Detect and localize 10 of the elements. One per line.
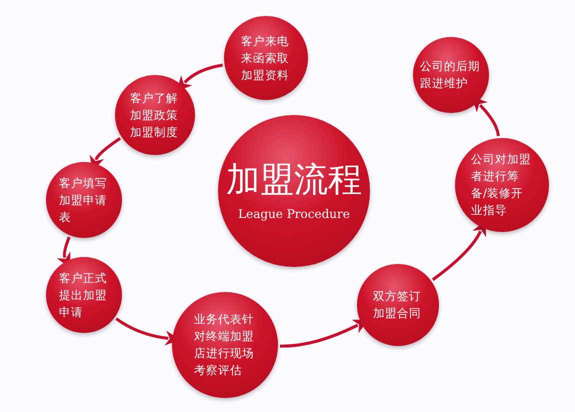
step-text: 公司的后期跟进维护 [420, 58, 481, 92]
step-text: 公司对加盟者进行筹备/装修开业指导 [471, 151, 532, 219]
step-text: 客户正式提出加盟申请 [59, 270, 108, 320]
step-text: 双方签订加盟合同 [373, 288, 422, 322]
subtitle-text: League Procedure [238, 206, 350, 224]
step-text: 客户来电来函索取加盟资料 [241, 32, 290, 84]
step-text: 客户填写加盟申请表 [59, 174, 108, 226]
step-text: 客户了解加盟政策加盟制度 [130, 90, 179, 140]
step-text: 业务代表针对终端加盟店进行现场考察评估 [194, 311, 255, 379]
title-text: 加盟流程 [226, 158, 362, 202]
